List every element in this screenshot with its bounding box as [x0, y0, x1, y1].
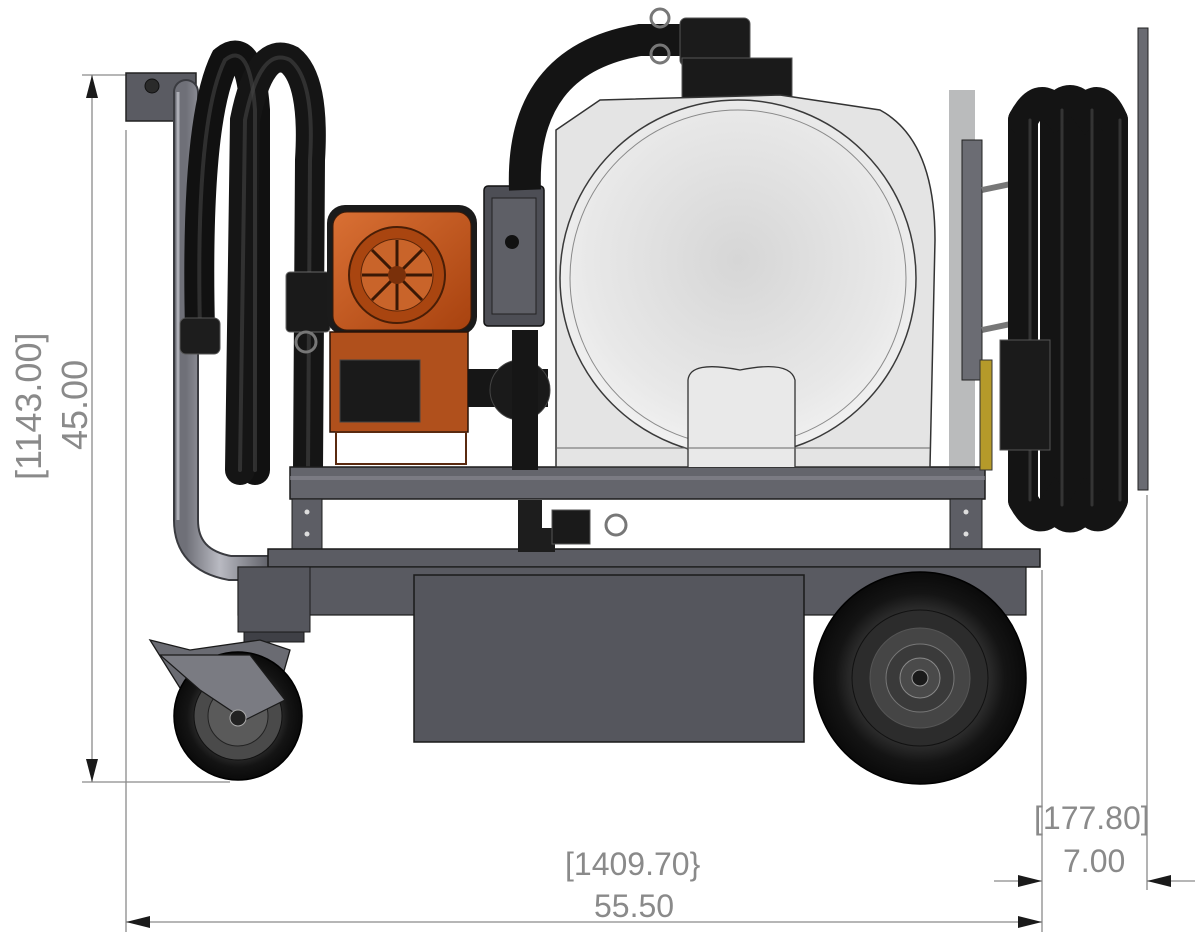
water-tank	[555, 94, 936, 468]
hose-reel	[979, 27, 1149, 533]
length-in-text: 55.50	[594, 888, 675, 924]
caster-wheel	[148, 638, 303, 781]
reel-frame	[949, 78, 1031, 482]
dimension-lines	[82, 74, 1195, 932]
offset-mm-text: [177.80]	[1034, 800, 1150, 836]
height-mm-text: [1143.00]	[8, 332, 49, 480]
storage-box	[413, 574, 805, 743]
upper-frame	[289, 466, 986, 550]
push-handle	[125, 72, 283, 581]
length-mm-text: [1409.70}	[565, 846, 701, 882]
left-hose-coil	[179, 40, 331, 485]
offset-in-text: 7.00	[1063, 843, 1126, 879]
pump-motor	[327, 185, 545, 465]
plumbing	[468, 7, 793, 552]
rear-wheel	[813, 571, 1027, 785]
height-in-text: 45.00	[54, 359, 95, 450]
